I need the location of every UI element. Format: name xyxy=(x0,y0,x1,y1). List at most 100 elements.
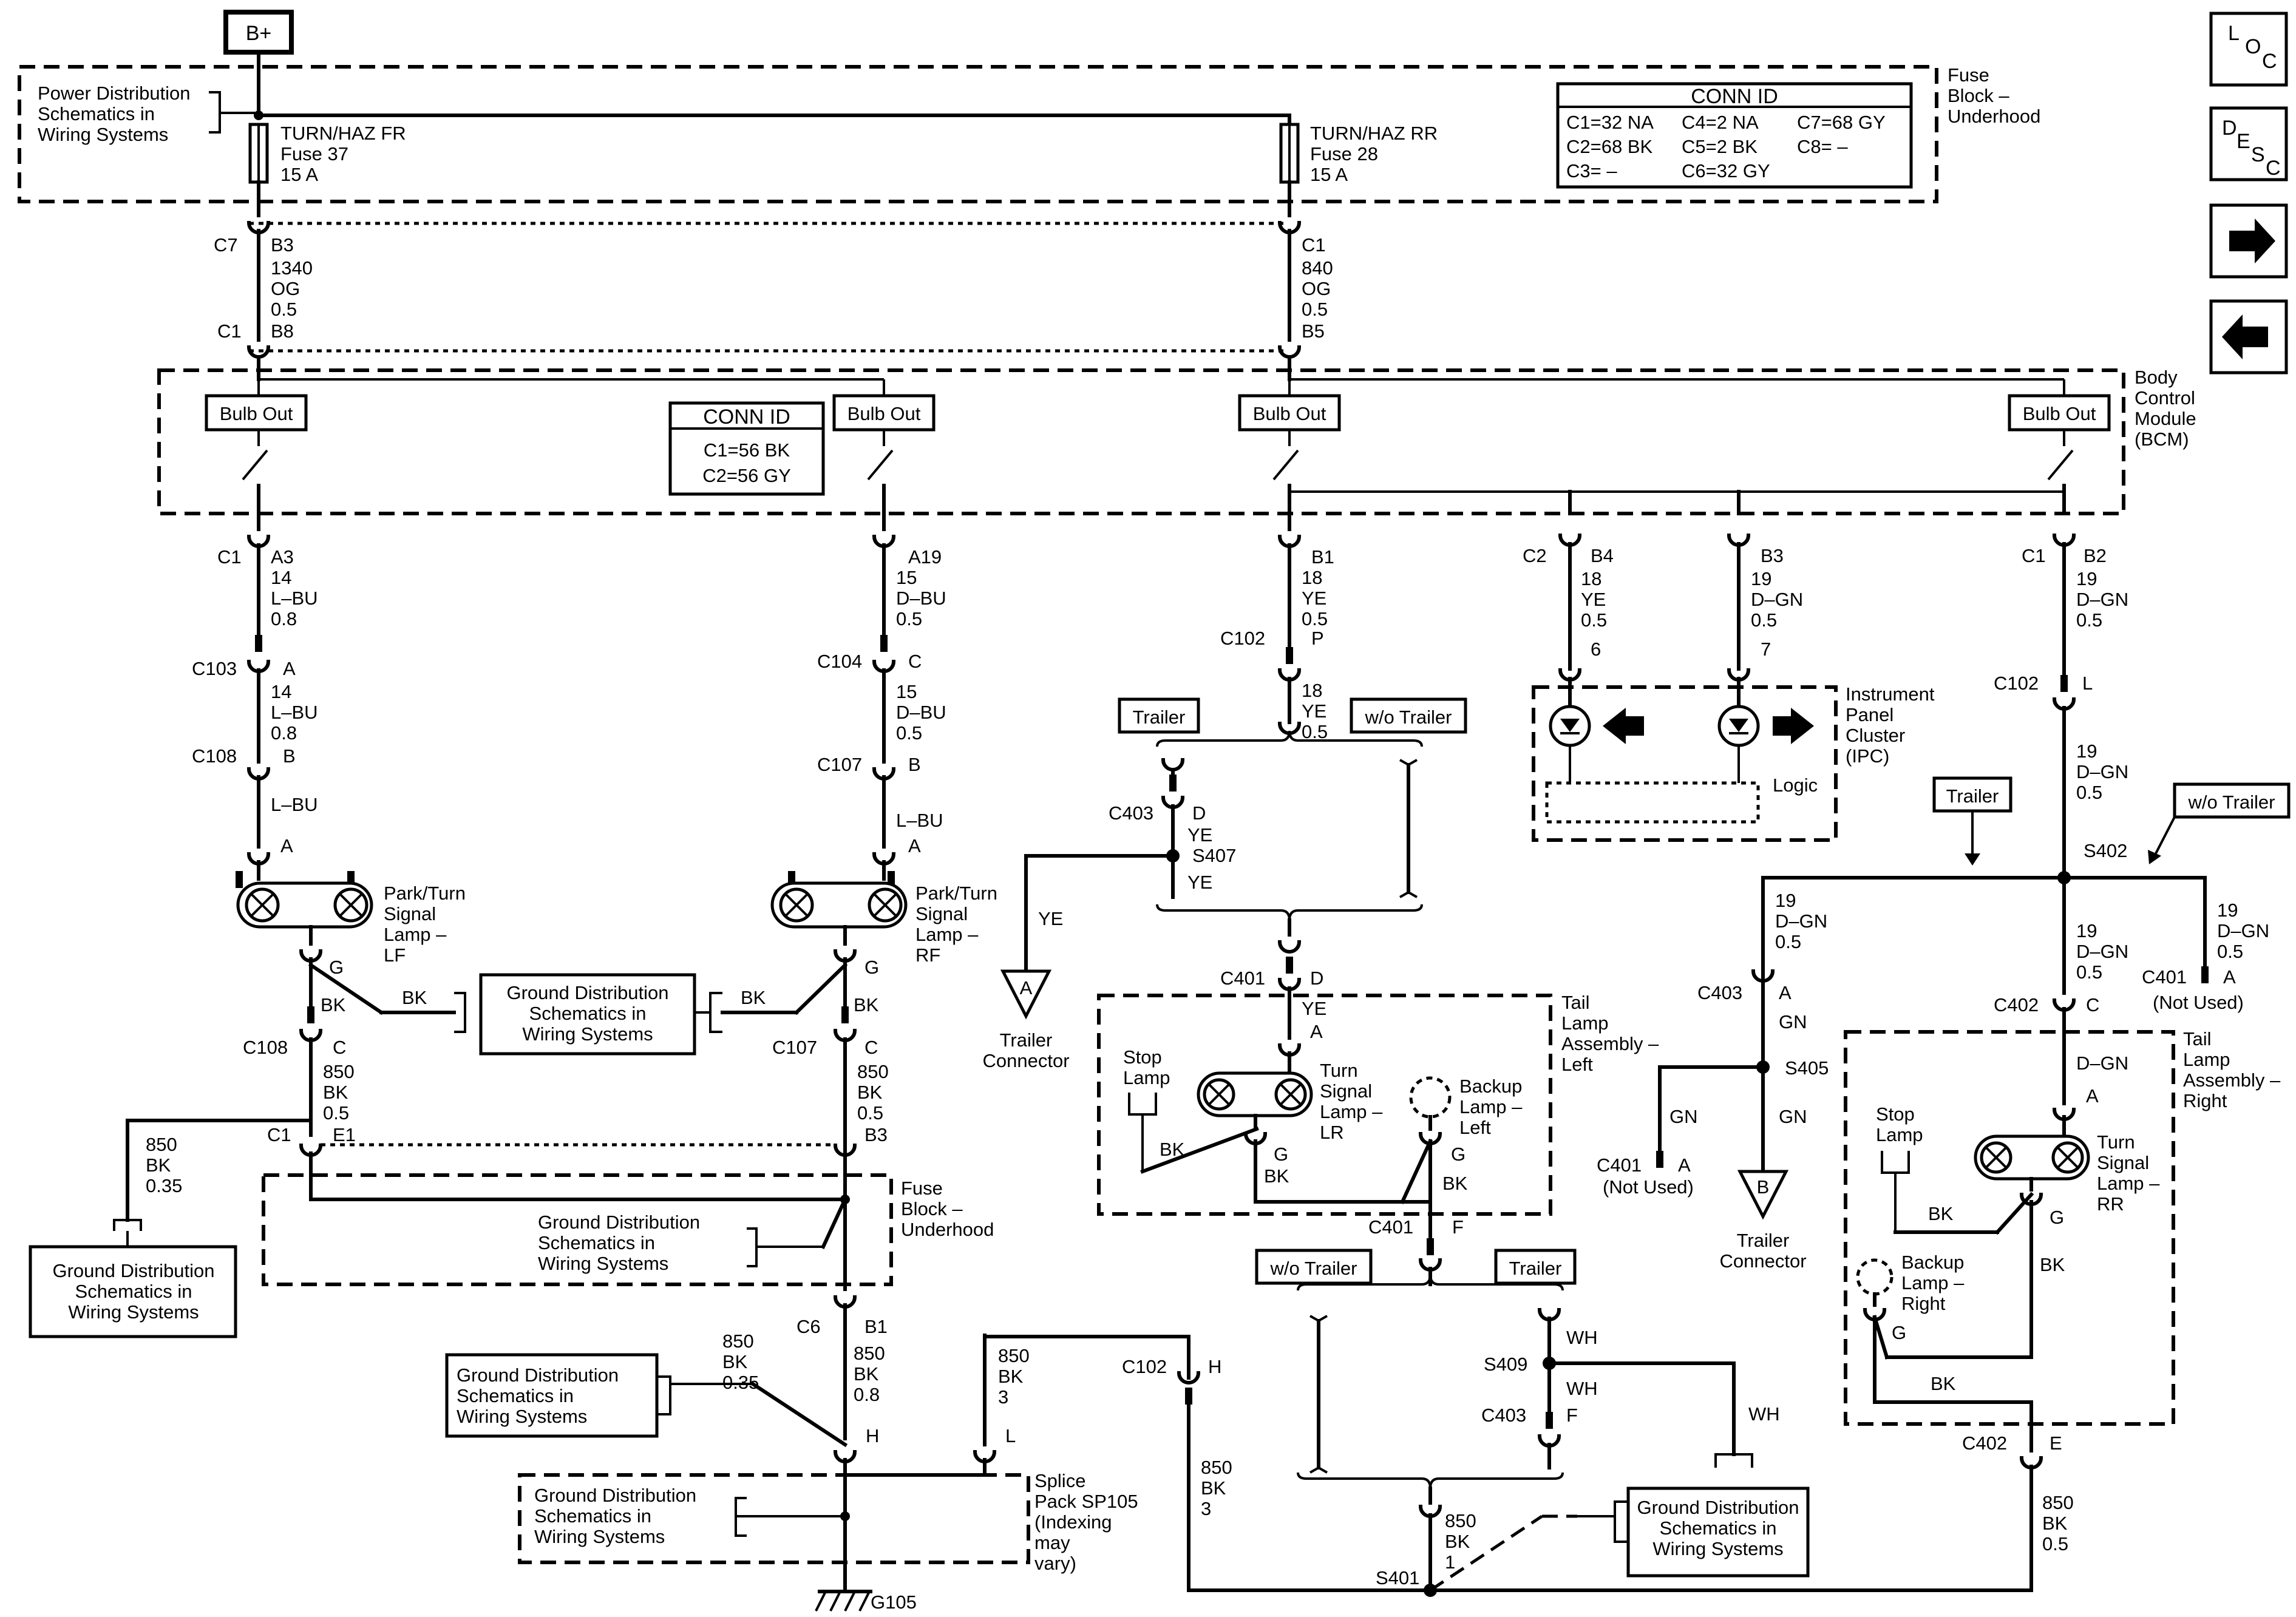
svg-text:C402: C402 xyxy=(1962,1432,2007,1454)
svg-text:Left: Left xyxy=(1459,1117,1491,1138)
svg-text:Tail: Tail xyxy=(2183,1028,2212,1049)
svg-text:LF: LF xyxy=(384,944,406,966)
svg-text:C403: C403 xyxy=(1697,982,1742,1003)
conn-id-cell: C4=2 NA xyxy=(1682,112,1759,133)
svg-text:Lamp –: Lamp – xyxy=(2097,1173,2160,1194)
svg-text:S407: S407 xyxy=(1192,845,1236,866)
bulb-out-lf: Bulb Out xyxy=(205,394,308,515)
svg-text:Connector: Connector xyxy=(1719,1250,1806,1272)
svg-text:Right: Right xyxy=(1901,1293,1946,1314)
svg-text:840: 840 xyxy=(1302,257,1333,279)
next-arrow-button[interactable] xyxy=(2209,203,2288,279)
svg-text:YE: YE xyxy=(1187,824,1212,846)
svg-text:19: 19 xyxy=(1775,890,1796,911)
fuse-rr-rating: 15 A xyxy=(1310,164,1348,185)
svg-text:Bulb Out: Bulb Out xyxy=(847,403,921,424)
svg-text:C108: C108 xyxy=(243,1037,288,1058)
svg-text:BK: BK xyxy=(1445,1531,1470,1552)
nav-loc-button[interactable]: L O C xyxy=(2209,12,2288,87)
svg-text:C401: C401 xyxy=(1368,1216,1413,1238)
svg-text:C402: C402 xyxy=(1994,994,2039,1015)
svg-text:LR: LR xyxy=(1320,1122,1344,1143)
lower-center-ground-circuit: w/o Trailer Trailer WH S409 WH WH C403 F… xyxy=(1122,1249,2033,1597)
svg-text:w/o Trailer: w/o Trailer xyxy=(1365,707,1452,728)
svg-text:BK: BK xyxy=(1931,1373,1956,1394)
svg-text:0.5: 0.5 xyxy=(1775,931,1801,952)
svg-text:0.5: 0.5 xyxy=(271,299,297,320)
svg-text:0.8: 0.8 xyxy=(854,1384,880,1405)
svg-text:C: C xyxy=(2262,50,2277,73)
svg-text:YE: YE xyxy=(1187,872,1212,893)
svg-text:D–GN: D–GN xyxy=(1751,589,1803,610)
svg-text:Signal: Signal xyxy=(384,903,436,924)
svg-text:BK: BK xyxy=(1442,1173,1468,1194)
svg-text:A: A xyxy=(280,835,293,856)
svg-text:D–GN: D–GN xyxy=(2076,761,2128,782)
svg-text:0.5: 0.5 xyxy=(1751,609,1777,631)
svg-text:14: 14 xyxy=(271,567,291,588)
park-turn-lamp-lf xyxy=(236,871,373,929)
conn-id-cell: C6=32 GY xyxy=(1682,160,1770,181)
svg-text:B: B xyxy=(1757,1176,1770,1198)
svg-text:C1: C1 xyxy=(267,1124,291,1145)
svg-text:C401: C401 xyxy=(1597,1154,1642,1176)
svg-text:0.5: 0.5 xyxy=(857,1102,883,1124)
turn-signal-lamp-lr xyxy=(1197,1071,1313,1117)
svg-text:Lamp: Lamp xyxy=(2183,1049,2230,1070)
svg-text:Trailer: Trailer xyxy=(1509,1258,1562,1279)
svg-text:C1: C1 xyxy=(1302,234,1326,256)
svg-text:BK: BK xyxy=(998,1366,1024,1387)
svg-text:GN: GN xyxy=(1779,1106,1807,1127)
bulb-out-rr: Bulb Out xyxy=(2008,394,2111,515)
svg-text:A: A xyxy=(908,835,921,856)
svg-text:S409: S409 xyxy=(1484,1354,1527,1375)
svg-text:0.5: 0.5 xyxy=(896,608,922,629)
svg-text:0.5: 0.5 xyxy=(2076,609,2102,631)
svg-text:S405: S405 xyxy=(1785,1057,1829,1079)
ground-distribution-ref[interactable]: Ground Distribution Schematics in Wiring… xyxy=(445,1353,659,1438)
arrow-right-icon xyxy=(2229,219,2275,263)
svg-text:B3: B3 xyxy=(271,234,294,256)
ground-distribution-ref[interactable]: Ground Distribution Schematics in Wiring… xyxy=(1626,1486,1810,1578)
svg-text:H: H xyxy=(866,1425,879,1446)
svg-text:0.5: 0.5 xyxy=(2076,782,2102,803)
svg-text:Schematics in: Schematics in xyxy=(538,1232,655,1253)
ground-distribution-ref[interactable]: Ground Distribution Schematics in Wiring… xyxy=(479,973,696,1056)
svg-text:A: A xyxy=(1779,982,1792,1003)
desc-icon: D xyxy=(2222,117,2237,140)
svg-text:C: C xyxy=(333,1037,346,1058)
svg-text:C104: C104 xyxy=(817,651,862,672)
svg-text:E: E xyxy=(2050,1432,2062,1454)
svg-text:15: 15 xyxy=(896,681,917,702)
svg-text:C: C xyxy=(864,1037,878,1058)
svg-text:Stop: Stop xyxy=(1876,1103,1915,1125)
svg-text:850: 850 xyxy=(722,1331,754,1352)
svg-text:C: C xyxy=(2266,157,2281,180)
svg-text:1: 1 xyxy=(1445,1551,1455,1573)
svg-text:Signal: Signal xyxy=(915,903,968,924)
ground-distribution-ref[interactable]: Ground Distribution Schematics in Wiring… xyxy=(29,1245,237,1338)
power-dist-ref-2: Schematics in xyxy=(38,103,155,124)
svg-text:BK: BK xyxy=(857,1082,883,1103)
ground-symbol xyxy=(815,1590,872,1612)
svg-text:S: S xyxy=(2251,143,2265,166)
svg-text:Assembly –: Assembly – xyxy=(2183,1070,2281,1091)
svg-text:BK: BK xyxy=(323,1082,348,1103)
svg-text:Bulb Out: Bulb Out xyxy=(2023,403,2096,424)
svg-text:BK: BK xyxy=(1160,1139,1185,1160)
svg-text:(BCM): (BCM) xyxy=(2135,429,2189,450)
svg-text:C102: C102 xyxy=(1220,628,1265,649)
svg-text:C103: C103 xyxy=(192,658,237,679)
svg-text:Bulb Out: Bulb Out xyxy=(220,403,293,424)
svg-text:G: G xyxy=(1274,1144,1288,1165)
svg-text:G105: G105 xyxy=(871,1592,917,1613)
svg-text:3: 3 xyxy=(998,1386,1008,1408)
prev-arrow-button[interactable] xyxy=(2209,299,2288,375)
fuse-rr-number: Fuse 28 xyxy=(1310,143,1378,164)
svg-text:B8: B8 xyxy=(271,320,294,342)
svg-text:0.5: 0.5 xyxy=(1302,299,1328,320)
svg-text:Ground Distribution: Ground Distribution xyxy=(506,982,668,1003)
svg-text:14: 14 xyxy=(271,681,291,702)
nav-desc-button[interactable]: D E S C xyxy=(2209,106,2288,181)
svg-text:0.5: 0.5 xyxy=(1302,721,1328,742)
